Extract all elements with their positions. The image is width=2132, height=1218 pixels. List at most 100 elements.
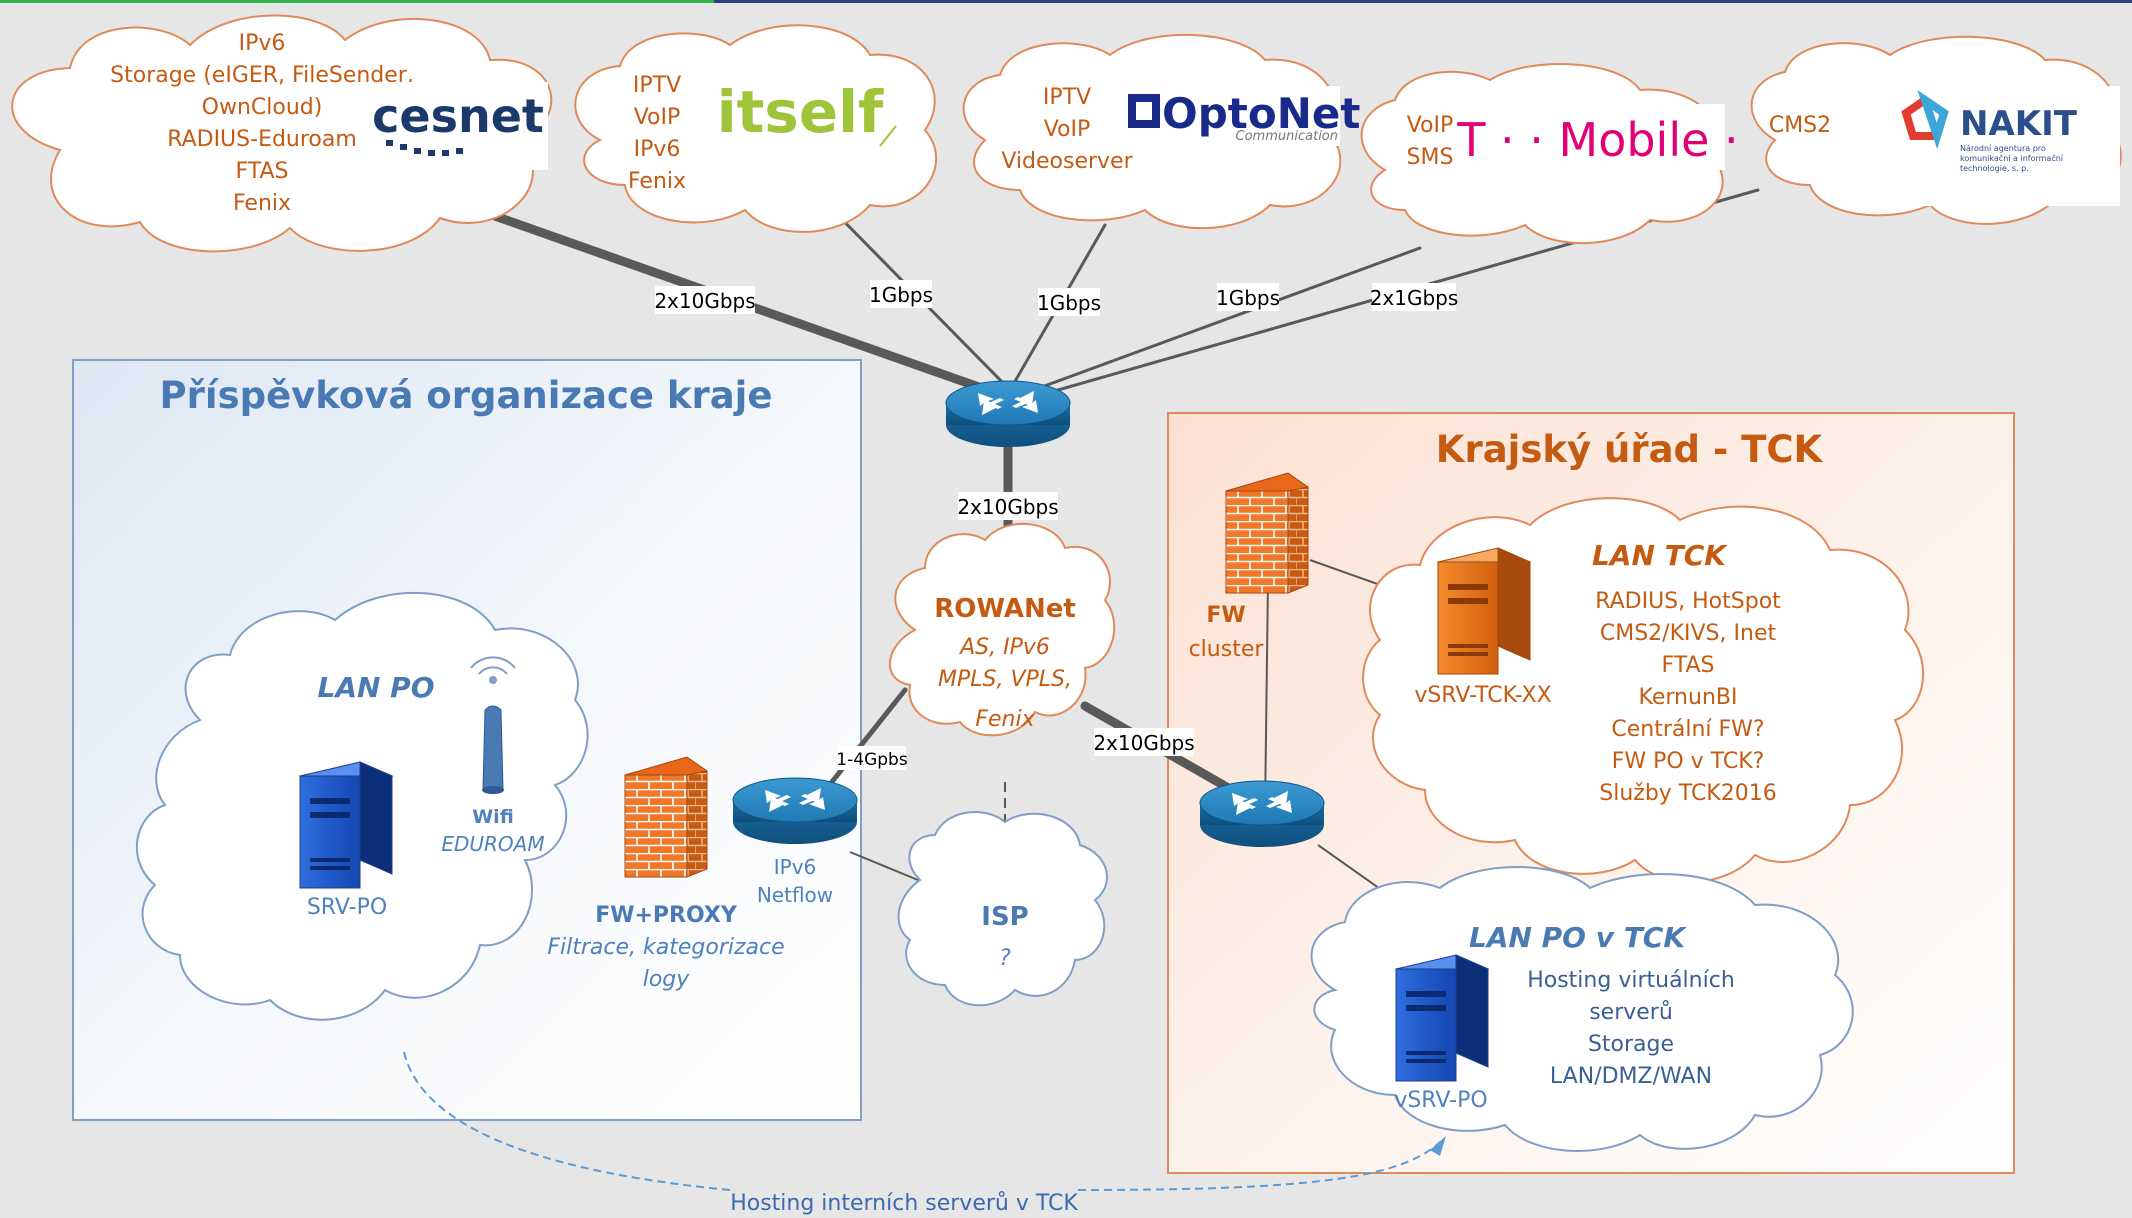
nakit-line-1: CMS2 xyxy=(1769,113,1831,138)
itself-logo: itself xyxy=(717,78,897,147)
tck-lanpo-server-label: vSRV-PO xyxy=(1394,1088,1487,1113)
po-router-icon xyxy=(732,777,858,845)
optonet-logo-text: OptoNet xyxy=(1162,89,1360,138)
optonet-line-2: VoIP xyxy=(1044,117,1091,142)
tck-lanpo-lines: Hosting virtuálních serverů Storage LAN/… xyxy=(1527,968,1735,1089)
tck-lanpo-server-icon xyxy=(1394,954,1490,1082)
itself-text: IPTV VoIP IPv6 Fenix xyxy=(628,73,686,194)
rowanet-line-1: AS, IPv6 xyxy=(958,635,1050,660)
cesnet-logo: cesnet xyxy=(370,82,548,170)
po-server-label: SRV-PO xyxy=(307,895,387,920)
label-rowanet-tck: 2x10Gbps xyxy=(1093,731,1194,755)
tck-lanpo-line-1: Hosting virtuálních xyxy=(1527,968,1735,993)
nakit-text: CMS2 xyxy=(1769,113,1831,138)
top-accent-navy xyxy=(714,0,2132,3)
cloud-cesnet xyxy=(11,14,553,253)
po-lan-title: LAN PO xyxy=(317,671,434,704)
label-core-rowanet: 2x10Gbps xyxy=(957,495,1058,519)
po-title: Příspěvková organizace kraje xyxy=(160,374,773,417)
cesnet-text: IPv6 Storage (eIGER, FileSender, OwnClou… xyxy=(110,31,414,216)
label-optonet: 1Gbps xyxy=(1037,291,1101,315)
itself-logo-text: itself xyxy=(717,78,884,146)
cesnet-line-1: IPv6 xyxy=(239,31,286,56)
tmobile-logo: T · · Mobile · xyxy=(1456,104,1739,170)
itself-line-3: IPv6 xyxy=(634,137,681,162)
cesnet-line-4: RADIUS-Eduroam xyxy=(167,127,357,152)
isp-title: ISP xyxy=(981,902,1028,932)
itself-line-2: VoIP xyxy=(634,105,681,130)
label-nakit: 2x1Gbps xyxy=(1370,286,1459,310)
tck-lan-line-5: Centrální FW? xyxy=(1611,717,1764,742)
tck-lan-line-3: FTAS xyxy=(1661,653,1714,678)
po-fw-sub-1: Filtrace, kategorizace xyxy=(547,935,784,960)
label-itself: 1Gbps xyxy=(869,283,933,307)
top-accent-green xyxy=(0,0,714,3)
tck-lan-line-4: KernunBI xyxy=(1639,685,1738,710)
link-tmobile xyxy=(1018,246,1422,397)
tck-router-icon xyxy=(1199,780,1325,848)
cesnet-line-2: Storage (eIGER, FileSender, xyxy=(110,63,414,88)
tck-lan-line-2: CMS2/KIVS, Inet xyxy=(1600,621,1777,646)
cesnet-line-6: Fenix xyxy=(233,191,291,216)
wifi-sub: EDUROAM xyxy=(441,832,544,856)
nakit-logo-text: NAKIT xyxy=(1960,104,2078,144)
tmobile-logo-text: T · · Mobile · xyxy=(1456,113,1738,167)
rowanet-line-3: Fenix xyxy=(975,707,1035,732)
optonet-logo: OptoNet Communication xyxy=(1122,86,1360,146)
po-firewall-icon xyxy=(624,756,708,878)
optonet-line-3: Videoserver xyxy=(1001,149,1133,174)
tmobile-line-1: VoIP xyxy=(1407,113,1454,138)
po-fw-label: FW+PROXY xyxy=(595,903,738,928)
tck-lan-line-7: Služby TCK2016 xyxy=(1599,781,1776,806)
optonet-text: IPTV VoIP Videoserver xyxy=(1001,85,1133,174)
po-router-sub-2: Netflow xyxy=(757,883,833,907)
core-router-icon xyxy=(945,380,1071,448)
optonet-line-1: IPTV xyxy=(1043,85,1091,110)
nakit-emblem-icon xyxy=(1901,89,1949,150)
tck-server-label: vSRV-TCK-XX xyxy=(1414,683,1551,708)
tck-lanpo-line-4: LAN/DMZ/WAN xyxy=(1550,1064,1712,1089)
tck-lanpo-title: LAN PO v TCK xyxy=(1469,921,1687,954)
rowanet-title: ROWANet xyxy=(934,594,1076,624)
isp-sub: ? xyxy=(999,946,1011,971)
po-fw-sub-2: logy xyxy=(643,967,691,992)
nakit-sub-2: komunikační a informační xyxy=(1960,153,2064,163)
label-rowanet-po: 1-4Gpbs xyxy=(836,750,908,770)
tck-lan-title: LAN TCK xyxy=(1592,539,1728,572)
tck-lan-lines: RADIUS, HotSpot CMS2/KIVS, Inet FTAS Ker… xyxy=(1595,589,1781,806)
tck-fw-label: FW xyxy=(1206,603,1245,628)
tck-lan-line-1: RADIUS, HotSpot xyxy=(1595,589,1781,614)
tck-lanpo-line-3: Storage xyxy=(1588,1032,1674,1057)
tck-server-icon xyxy=(1436,547,1532,675)
tmobile-text: VoIP SMS xyxy=(1407,113,1454,170)
tmobile-line-2: SMS xyxy=(1407,145,1454,170)
tck-lanpo-line-2: serverů xyxy=(1589,1000,1673,1025)
itself-line-4: Fenix xyxy=(628,169,686,194)
cesnet-logo-text: cesnet xyxy=(372,89,544,143)
cloud-itself xyxy=(574,24,937,233)
tck-title: Krajský úřad - TCK xyxy=(1436,428,1824,471)
rowanet-line-2: MPLS, VPLS, xyxy=(938,667,1072,692)
tck-firewall-icon xyxy=(1225,472,1309,594)
tck-lan-line-6: FW PO v TCK? xyxy=(1612,749,1765,774)
nakit-logo: NAKIT Národní agentura pro komunikační a… xyxy=(1880,86,2120,206)
nakit-sub-1: Národní agentura pro xyxy=(1960,144,2046,153)
nakit-sub-3: technologie, s. p. xyxy=(1960,164,2029,173)
cloud-rowanet: ROWANet AS, IPv6 MPLS, VPLS, Fenix xyxy=(889,522,1116,737)
cesnet-line-5: FTAS xyxy=(235,159,288,184)
wifi-antenna-icon xyxy=(470,656,516,794)
cesnet-line-3: OwnCloud) xyxy=(202,95,323,120)
label-cesnet: 2x10Gbps xyxy=(654,289,755,313)
itself-line-1: IPTV xyxy=(633,73,681,98)
wifi-label: Wifi xyxy=(472,806,514,828)
optonet-logo-sub: Communication xyxy=(1236,129,1338,144)
server-icon xyxy=(298,761,394,889)
hosting-arrow: Hosting interních serverů v TCK xyxy=(403,1051,1446,1216)
link-labels: 2x10Gbps 1Gbps 1Gbps 1Gbps 2x1Gbps 2x10G… xyxy=(654,280,1458,770)
label-tmobile: 1Gbps xyxy=(1216,286,1280,310)
cloud-isp: ISP ? xyxy=(897,811,1108,1007)
po-router-sub-1: IPv6 xyxy=(774,855,817,879)
hosting-note: Hosting interních serverů v TCK xyxy=(730,1191,1078,1216)
tck-fw-sub: cluster xyxy=(1189,637,1265,662)
